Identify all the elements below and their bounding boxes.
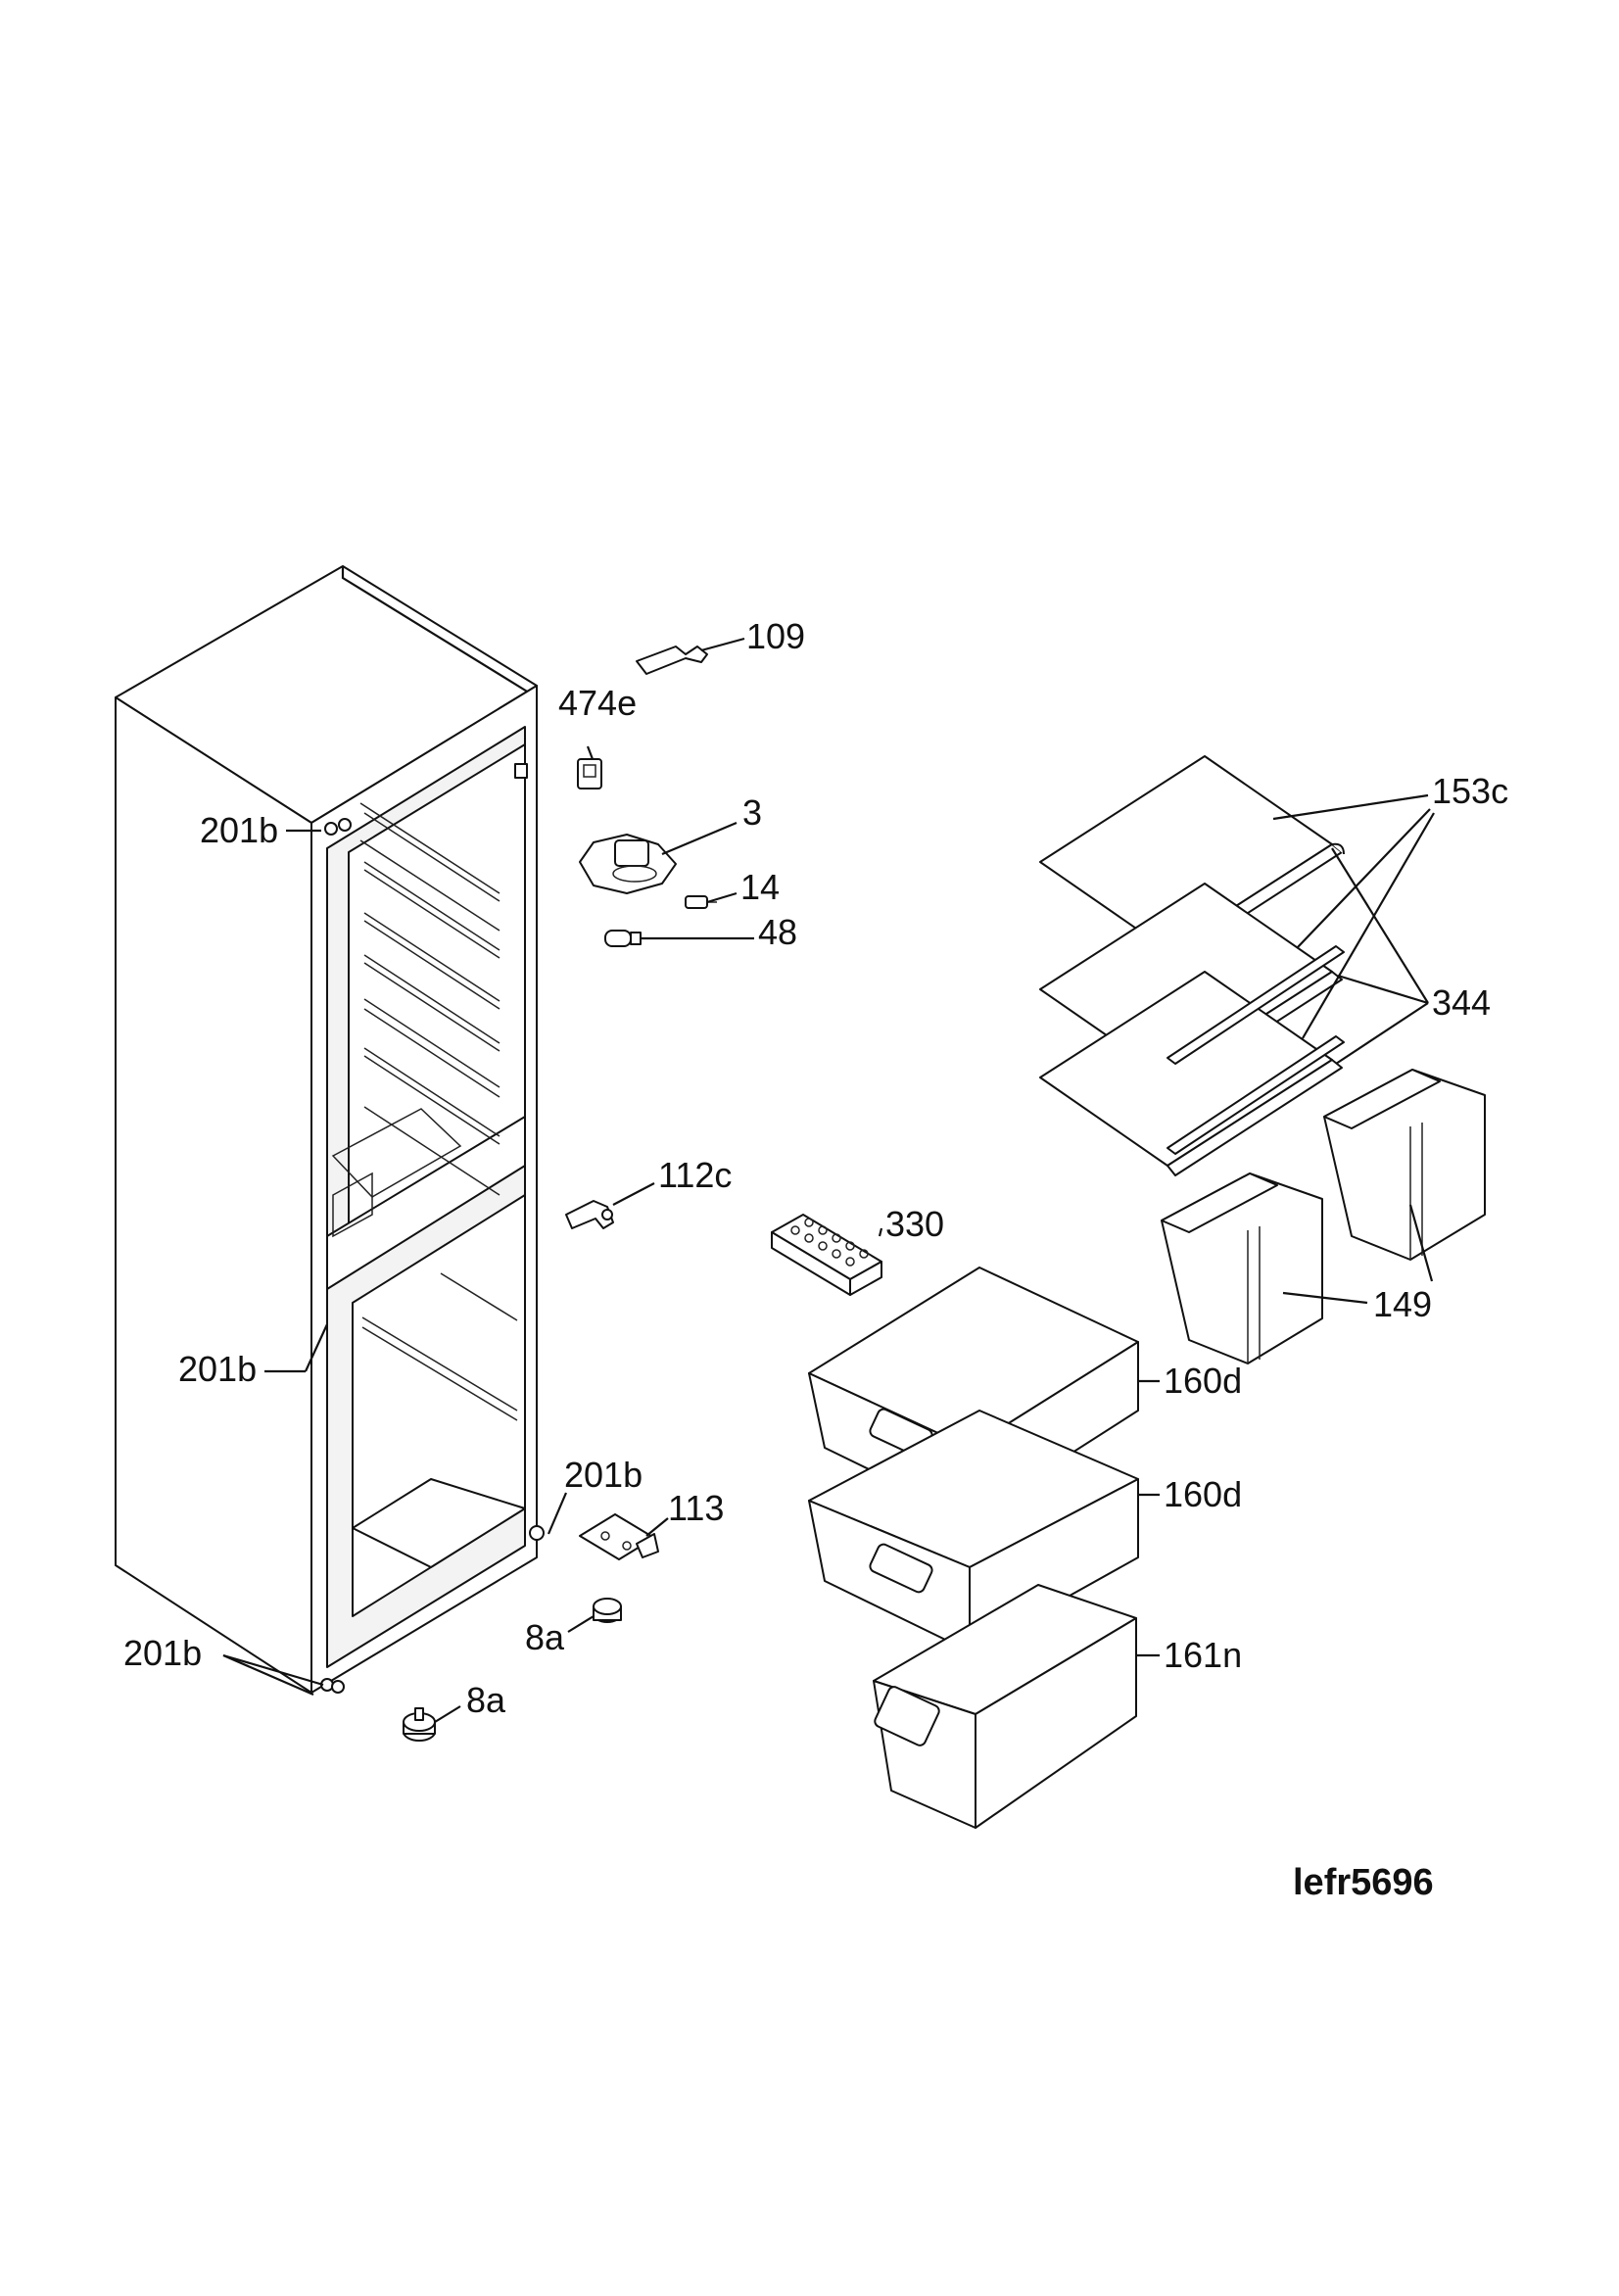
callout-labels: 109 474e 3 14 48 201b 112c 330 201b 201b… <box>123 616 1508 1903</box>
callout-201b-hinge: 201b <box>564 1455 643 1495</box>
callout-201b-top: 201b <box>200 810 278 850</box>
callout-160d-mid: 160d <box>1164 1474 1242 1514</box>
part-48-bulb <box>604 930 642 947</box>
fridge-cabinet <box>115 565 545 1694</box>
leader-lines <box>222 637 1435 1723</box>
part-14-lamp-socket <box>685 895 717 909</box>
callout-8a-left: 8a <box>466 1680 506 1720</box>
callout-112c: 112c <box>658 1155 732 1195</box>
callout-330: 330 <box>885 1204 944 1244</box>
drawers <box>808 1267 1139 1829</box>
callout-3: 3 <box>742 792 762 833</box>
part-474e-thermostat <box>577 758 602 789</box>
part-8a-foot-right <box>593 1598 622 1623</box>
callout-161n: 161n <box>1164 1635 1242 1675</box>
glass-shelves <box>1039 755 1345 1176</box>
part-109-bracket <box>636 646 708 675</box>
part-113-hinge <box>579 1513 659 1560</box>
callout-48: 48 <box>758 912 797 952</box>
callout-344: 344 <box>1432 982 1491 1023</box>
part-8a-foot-left <box>403 1707 436 1742</box>
callout-8a-right: 8a <box>525 1617 565 1657</box>
callout-109: 109 <box>746 616 805 656</box>
callout-201b-bottom: 201b <box>123 1633 202 1673</box>
callout-160d-top: 160d <box>1164 1361 1242 1401</box>
callout-474e: 474e <box>558 683 637 723</box>
door-bins <box>1161 1069 1486 1364</box>
part-112c-bracket <box>565 1200 614 1229</box>
callout-149: 149 <box>1373 1284 1432 1324</box>
callout-113: 113 <box>668 1488 724 1528</box>
callout-14: 14 <box>740 867 780 907</box>
diagram-code: lefr5696 <box>1293 1862 1434 1903</box>
part-330-ice-tray <box>771 1214 882 1296</box>
callout-201b-mid: 201b <box>178 1349 257 1389</box>
callout-153c: 153c <box>1432 771 1508 811</box>
part-3-lamp-housing <box>579 834 677 894</box>
